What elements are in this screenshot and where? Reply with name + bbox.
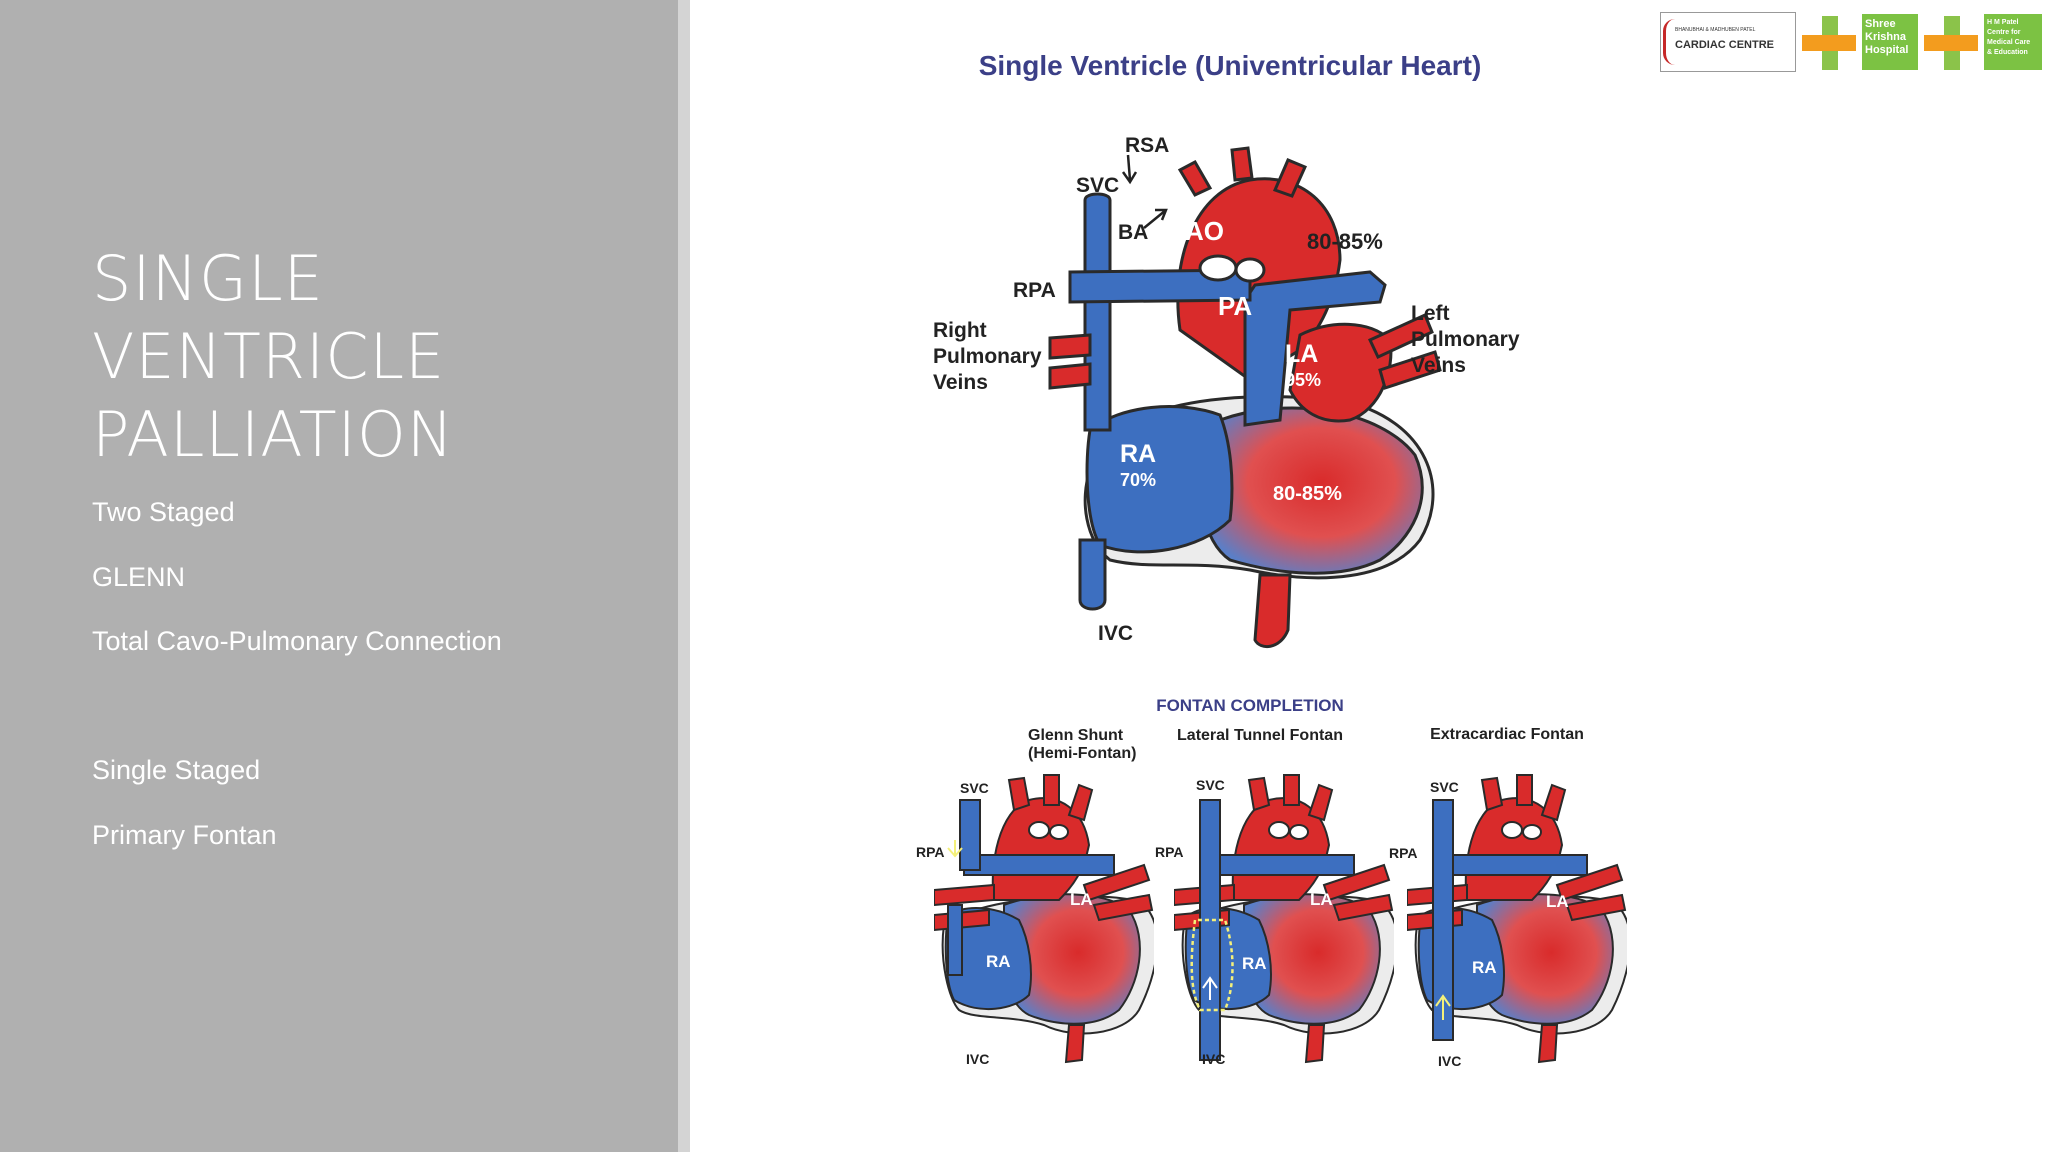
label-la: LA: [1070, 890, 1093, 909]
heart-figure: Single Ventricle (Univentricular Heart) …: [690, 0, 2048, 1152]
bullet-tcpc: Total Cavo-Pulmonary Connection: [92, 626, 502, 656]
label-ivc: IVC: [1202, 1051, 1225, 1067]
label-ivc: IVC: [966, 1051, 989, 1067]
label-ra: RA: [1472, 958, 1497, 977]
cardiac-centre-subtitle: BHANUBHAI & MADHUBEN PATEL: [1675, 27, 1756, 33]
label-left-pv: Pulmonary: [1411, 328, 1520, 351]
svc-vessel: [1083, 192, 1112, 432]
label-right-pv: Pulmonary: [933, 345, 1042, 368]
logo-text: Hospital: [1865, 44, 1909, 56]
ivc-vessel: [1078, 538, 1107, 611]
ba-arrow: [1143, 208, 1168, 229]
hospital-logo: BHANUBHAI & MADHUBEN PATEL CARDIAC CENTR…: [1660, 12, 2042, 72]
glenn-shunt-panel: SVC RPA LA RA IVC: [916, 774, 1154, 1067]
label-ao: AO: [1185, 216, 1224, 246]
label-rpa: RPA: [916, 844, 945, 860]
bullet-single-staged: Single Staged: [92, 755, 261, 785]
label-ra: RA: [986, 952, 1011, 971]
plus-icon: [1802, 16, 1856, 70]
cardiac-centre-title: CARDIAC CENTRE: [1675, 39, 1774, 51]
logo-text: H M Patel: [1987, 19, 2019, 26]
aortic-branches: [1177, 146, 1308, 198]
label-right-pv: Veins: [933, 371, 988, 394]
main-heart: [1048, 146, 1442, 649]
logo-text: Centre for: [1987, 29, 2021, 36]
label-ao-saturation: 80-85%: [1307, 229, 1383, 254]
logo-text: Krishna: [1865, 31, 1906, 43]
logo-text: Shree: [1865, 18, 1896, 30]
cardiac-centre-logo: BHANUBHAI & MADHUBEN PATEL CARDIAC CENTR…: [1660, 12, 1796, 72]
label-la: LA: [1546, 892, 1569, 911]
arch-opening: [1234, 257, 1266, 283]
rsa-arrow: [1121, 154, 1138, 185]
lateral-tunnel: [1199, 799, 1221, 1061]
label-left-pv: Left: [1411, 302, 1450, 325]
label-ba: BA: [1118, 221, 1148, 244]
label-ivc: IVC: [1098, 622, 1133, 645]
right-pulmonary-veins: [1048, 333, 1092, 390]
label-rpa: RPA: [1155, 844, 1184, 860]
figure-title: Single Ventricle (Univentricular Heart): [979, 50, 1482, 81]
heart-diagram: Single Ventricle (Univentricular Heart) …: [916, 50, 1627, 1069]
slide-title-line: SINGLE: [92, 242, 324, 315]
pulmonary-artery: [1243, 270, 1387, 427]
label-svc: SVC: [960, 780, 989, 796]
slide-title: SINGLE VENTRICLE PALLIATION: [92, 240, 652, 474]
title-panel: [0, 0, 678, 1152]
panel-title: Glenn Shunt: [1028, 727, 1124, 744]
logo-text: & Education: [1987, 49, 2028, 56]
label-ra-saturation: 70%: [1120, 470, 1156, 490]
label-la: LA: [1310, 890, 1333, 909]
hm-patel-logo: H M Patel Centre for Medical Care & Educ…: [1984, 14, 2042, 70]
tunnel-baffle: [1190, 918, 1234, 1012]
slide-title-line: VENTRICLE: [92, 320, 446, 393]
extracardiac-conduit: [1432, 799, 1454, 1041]
flow-arrow: [1202, 976, 1218, 1000]
label-svc: SVC: [1076, 174, 1119, 197]
label-ra: RA: [1242, 954, 1267, 973]
flow-arrow: [1435, 994, 1451, 1020]
panel-title: Lateral Tunnel Fontan: [1177, 727, 1343, 744]
arch-opening: [1198, 254, 1238, 282]
label-rpa: RPA: [1013, 279, 1056, 302]
label-right-pv: Right: [933, 319, 987, 342]
label-ra: RA: [1120, 440, 1156, 468]
bullet-two-staged: Two Staged: [92, 497, 235, 527]
bullet-primary-fontan: Primary Fontan: [92, 820, 277, 850]
shree-krishna-logo: Shree Krishna Hospital: [1862, 14, 1918, 70]
label-ventricle-saturation: 80-85%: [1273, 483, 1342, 505]
label-pa: PA: [1218, 291, 1252, 321]
descending-aorta: [1253, 573, 1292, 649]
svc-to-rpa: [959, 799, 981, 871]
right-atrium: [1085, 405, 1234, 554]
panel-divider: [678, 0, 690, 1152]
label-rsa: RSA: [1125, 134, 1169, 157]
label-la-saturation: 95%: [1285, 370, 1321, 390]
bullet-glenn: GLENN: [92, 562, 186, 592]
plus-icon: [1924, 16, 1978, 70]
ivc-vessel: [947, 904, 963, 976]
label-ivc: IVC: [1438, 1053, 1461, 1069]
label-svc: SVC: [1430, 779, 1459, 795]
panel-title: (Hemi-Fontan): [1028, 745, 1136, 762]
label-svc: SVC: [1196, 777, 1225, 793]
heart-icon: [1663, 19, 1675, 65]
label-la: LA: [1285, 340, 1318, 368]
left-pulmonary-veins: [1367, 312, 1442, 390]
lateral-tunnel-panel: SVC RPA LA RA IVC: [1155, 774, 1394, 1067]
label-left-pv: Veins: [1411, 354, 1466, 377]
extracardiac-panel: SVC RPA LA RA IVC: [1389, 774, 1627, 1069]
logo-text: Medical Care: [1987, 39, 2031, 46]
fontan-heading: FONTAN COMPLETION: [1156, 696, 1344, 715]
label-rpa: RPA: [1389, 845, 1418, 861]
panel-title: Extracardiac Fontan: [1430, 726, 1584, 743]
slide-title-line: PALLIATION: [92, 398, 455, 471]
flow-arrow: [947, 840, 963, 858]
